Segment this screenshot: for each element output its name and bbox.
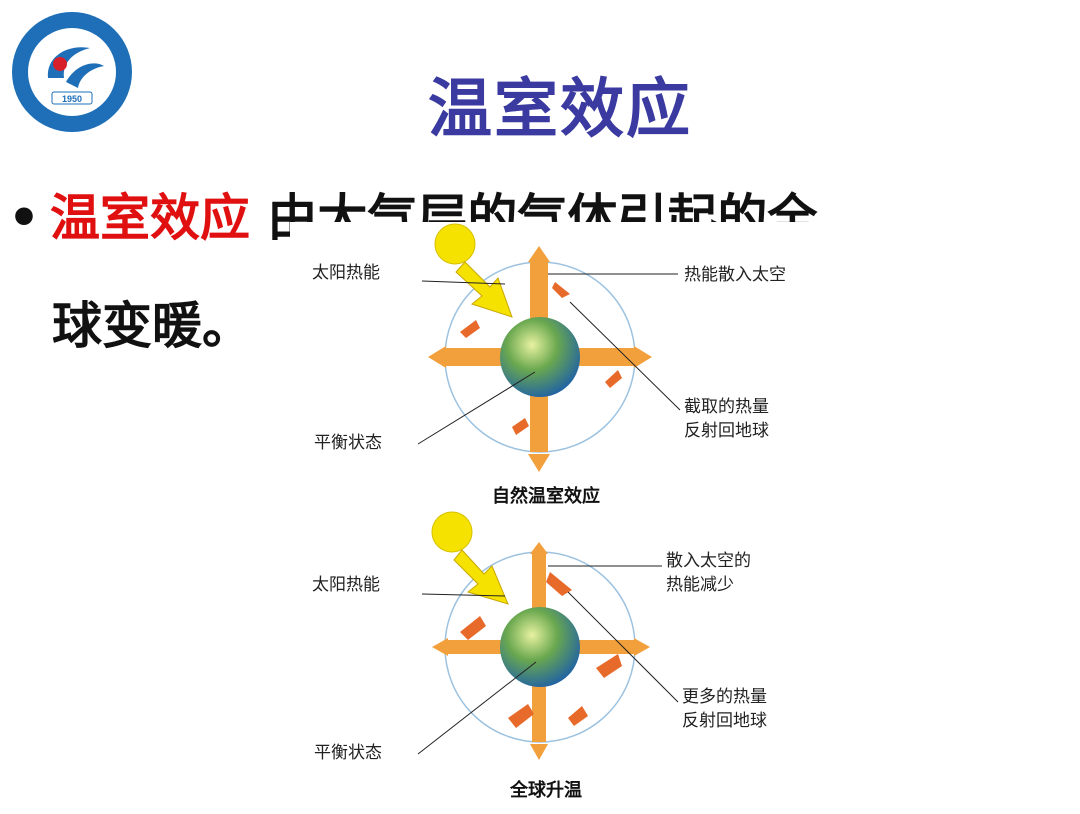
- bullet-dot: •: [8, 189, 40, 247]
- label-solar-heat: 太阳热能: [312, 575, 380, 595]
- label-balance: 平衡状态: [314, 433, 382, 453]
- solar-arrow: [455, 261, 513, 318]
- reflect-arrow: [596, 654, 622, 678]
- caption-natural: 自然温室效应: [492, 485, 600, 507]
- greenhouse-diagram: 太阳热能 热能散入太空 截取的热量 反射回地球 平衡状态 自然温室效应: [300, 222, 860, 810]
- arrow-left: [432, 638, 448, 656]
- label-more-reflect-2: 反射回地球: [682, 711, 767, 731]
- label-solar-heat: 太阳热能: [312, 263, 380, 283]
- bullet-line-2: 球变暖。: [52, 297, 252, 355]
- reflect-arrow: [568, 706, 588, 726]
- arrow-right: [634, 638, 650, 656]
- bullet-term: 温室效应: [49, 189, 250, 247]
- arrow-down: [530, 744, 548, 760]
- arrow-right: [634, 346, 652, 368]
- label-more-reflect-1: 更多的热量: [682, 687, 767, 707]
- reflect-arrow: [508, 704, 534, 728]
- diagram-natural: 太阳热能 热能散入太空 截取的热量 反射回地球 平衡状态 自然温室效应: [312, 223, 786, 507]
- logo-year: 1950: [62, 94, 82, 104]
- earth-icon: [500, 607, 580, 687]
- arrow-up: [528, 246, 550, 262]
- sun-icon: [431, 511, 473, 553]
- label-less-heat-1: 散入太空的: [666, 551, 751, 571]
- diagram-warming: 太阳热能 散入太空的 热能减少 更多的热量 反射回地球 平衡状态 全球升温: [312, 511, 767, 801]
- label-reflect-2: 反射回地球: [684, 421, 769, 441]
- reflect-arrow: [605, 370, 622, 388]
- reflect-arrow: [512, 418, 529, 435]
- arrow-left: [428, 346, 446, 368]
- sun-icon: [434, 223, 476, 265]
- reflect-arrow: [460, 320, 480, 338]
- caption-warming: 全球升温: [509, 779, 582, 801]
- arrow-down: [528, 454, 550, 472]
- label-heat-to-space: 热能散入太空: [684, 265, 786, 285]
- reflect-arrow: [546, 572, 572, 596]
- reflect-arrow: [460, 616, 486, 640]
- label-balance: 平衡状态: [314, 743, 382, 763]
- earth-icon: [500, 317, 580, 397]
- solar-arrow: [453, 549, 509, 605]
- figure-background: [290, 222, 850, 810]
- label-reflect-1: 截取的热量: [684, 397, 769, 417]
- reflect-arrow: [552, 282, 570, 298]
- arrow-up: [530, 542, 548, 554]
- university-logo: 1950: [8, 8, 136, 136]
- slide-title: 温室效应: [428, 73, 692, 147]
- label-less-heat-2: 热能减少: [666, 575, 734, 595]
